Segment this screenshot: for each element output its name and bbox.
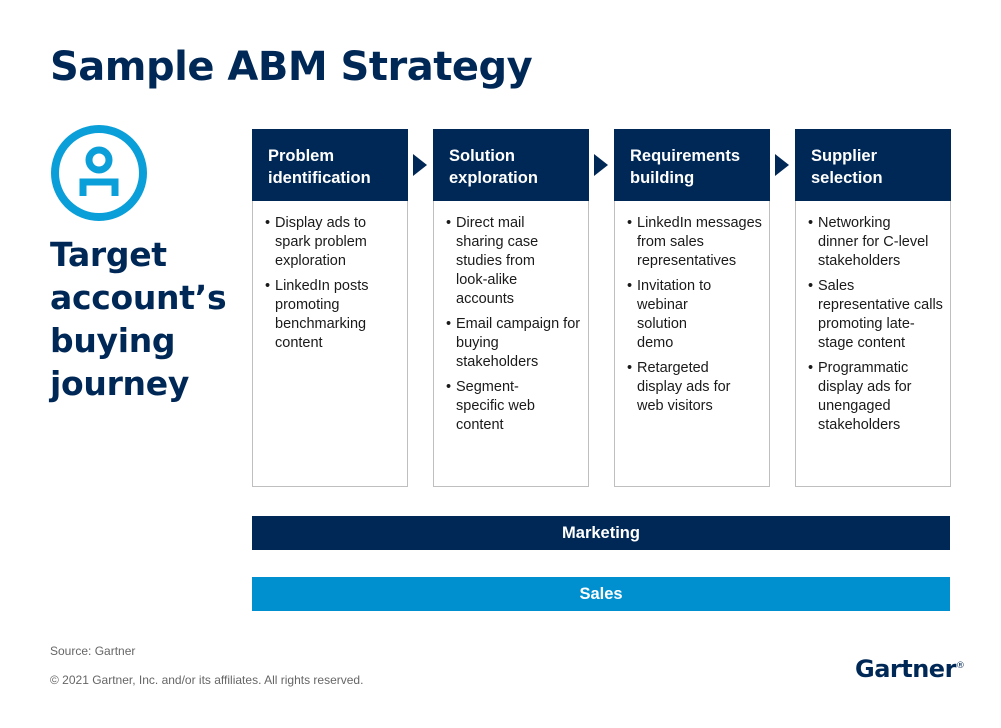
journey-subtitle: Target account’s buying journey: [50, 235, 227, 403]
tactic-item: LinkedIn posts promoting benchmarking co…: [265, 277, 403, 353]
stage-requirements-building: Requirements building LinkedIn messages …: [614, 129, 770, 487]
marketing-bar: Marketing: [252, 516, 950, 550]
tactic-item: Display ads to spark problem exploration: [265, 214, 403, 271]
tactic-item: Sales representative calls promoting lat…: [808, 277, 946, 353]
logo-text: Gartner: [855, 655, 956, 683]
page-title: Sample ABM Strategy: [50, 44, 533, 90]
tactic-item: Programmatic display ads for unengaged s…: [808, 359, 946, 435]
arrow-right-icon: [775, 154, 789, 176]
stage-body: Direct mail sharing case studies from lo…: [433, 201, 589, 487]
tactic-item: Direct mail sharing case studies from lo…: [446, 214, 584, 309]
stage-body: Display ads to spark problem exploration…: [252, 201, 408, 487]
stage-tactics-list: Display ads to spark problem exploration…: [265, 214, 403, 353]
registered-mark: ®: [955, 661, 965, 671]
stage-problem-identification: Problem identification Display ads to sp…: [252, 129, 408, 487]
arrow-right-icon: [413, 154, 427, 176]
sales-bar: Sales: [252, 577, 950, 611]
gartner-logo: Gartner®: [855, 655, 965, 683]
stage-header: Solution exploration: [433, 129, 589, 201]
copyright-note: © 2021 Gartner, Inc. and/or its affiliat…: [50, 673, 364, 687]
source-note: Source: Gartner: [50, 644, 136, 658]
arrow-right-icon: [594, 154, 608, 176]
stage-solution-exploration: Solution exploration Direct mail sharing…: [433, 129, 589, 487]
tactic-item: LinkedIn messages from sales representat…: [627, 214, 765, 271]
stage-tactics-list: Direct mail sharing case studies from lo…: [446, 214, 584, 435]
tactic-item: Segment-specific web content: [446, 378, 584, 435]
stage-header: Requirements building: [614, 129, 770, 201]
tactic-item: Invitation to webinar solution demo: [627, 277, 765, 353]
stage-body: Networking dinner for C-level stakeholde…: [795, 201, 951, 487]
tactic-item: Networking dinner for C-level stakeholde…: [808, 214, 946, 271]
stage-header: Problem identification: [252, 129, 408, 201]
tactic-item: Retargeted display ads for web visitors: [627, 359, 765, 416]
tactic-item: Email campaign for buying stakeholders: [446, 315, 584, 372]
stage-tactics-list: LinkedIn messages from sales representat…: [627, 214, 765, 416]
person-icon: [51, 125, 147, 221]
stage-header: Supplier selection: [795, 129, 951, 201]
stage-body: LinkedIn messages from sales representat…: [614, 201, 770, 487]
stage-supplier-selection: Supplier selection Networking dinner for…: [795, 129, 951, 487]
stage-tactics-list: Networking dinner for C-level stakeholde…: [808, 214, 946, 435]
